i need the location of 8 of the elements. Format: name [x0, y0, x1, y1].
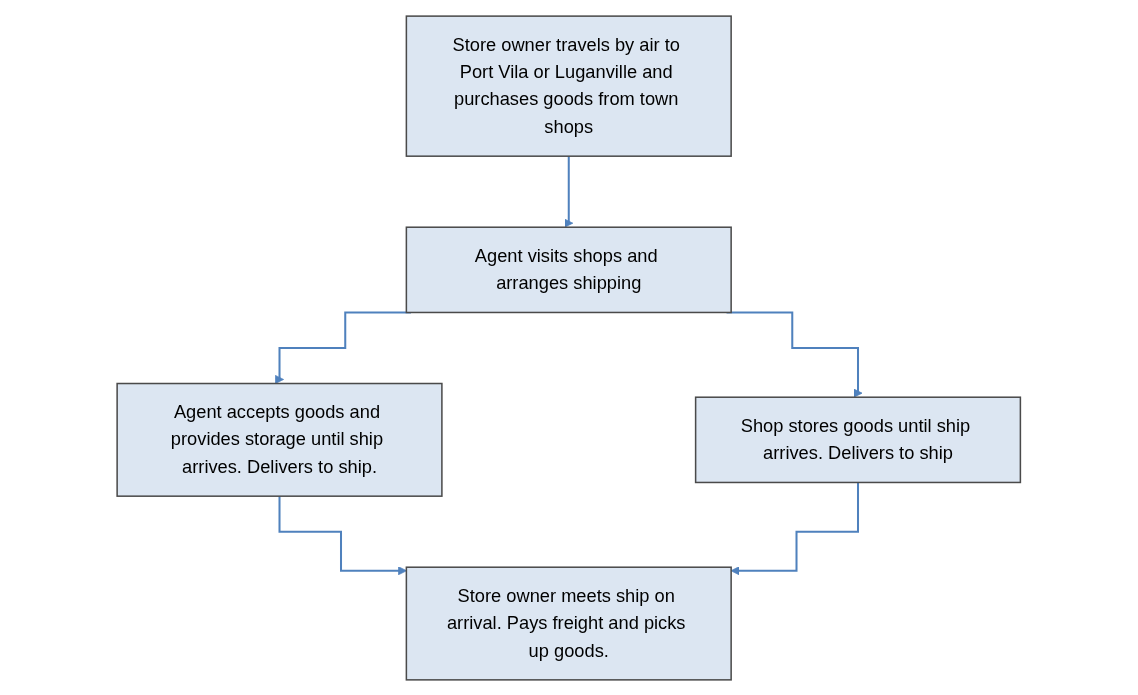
arrow: [564, 154, 574, 228]
node-box: [405, 225, 733, 313]
arrow: [730, 480, 860, 575]
flowchart: Store owner travels by air to Port Vila or Luganville and purchases goods from town shops Agent visits shops and arranges shipping Agent accepts goods and provides storage until ship arrives. Delivers to ship. Shop stores goods until ship arrives. Delivers to ship Store owner meets ship on arrival. Pays freight and picks up goods.: [109, 7, 1029, 688]
node-box: [116, 382, 443, 497]
node-box: [405, 14, 733, 157]
node-box: [695, 395, 1022, 483]
node-box: [405, 565, 733, 681]
